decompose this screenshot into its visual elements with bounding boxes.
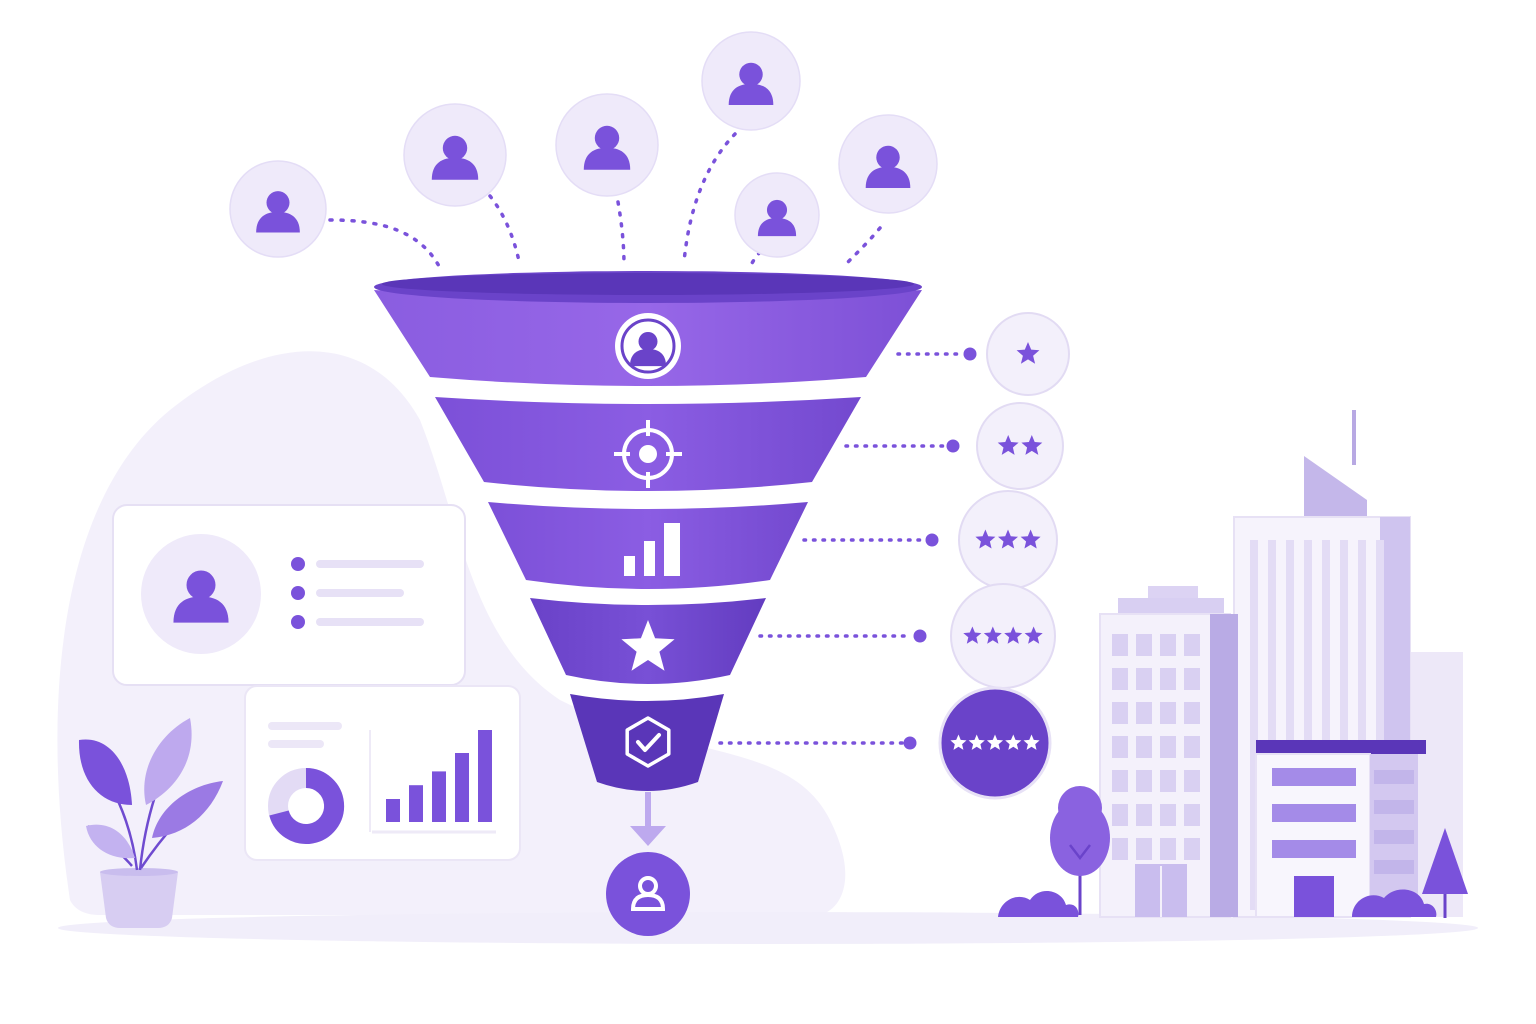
- rating-3-stars: [802, 490, 1058, 590]
- shield-check-icon: [625, 716, 671, 768]
- funnel-stage-2: [435, 397, 861, 491]
- star-icon: [968, 734, 985, 750]
- star-icon: [983, 626, 1002, 644]
- incoming-user-avatar: [838, 114, 938, 214]
- output-arrow: [630, 792, 666, 846]
- incoming-user-avatar: [701, 31, 801, 131]
- rating-1-stars: [896, 312, 1070, 396]
- incoming-user-avatar: [403, 103, 507, 207]
- analytics-bar: [386, 799, 400, 822]
- rating-4-stars: [758, 583, 1056, 689]
- star-icon: [621, 620, 675, 671]
- analytics-bar: [409, 785, 423, 822]
- star-icon: [1023, 734, 1040, 750]
- rating-column: [718, 312, 1070, 800]
- plant: [78, 718, 223, 928]
- target-icon: [614, 420, 682, 488]
- star-icon: [950, 734, 967, 750]
- star-icon: [997, 435, 1019, 455]
- star-icon: [963, 626, 982, 644]
- star-icon: [1024, 626, 1043, 644]
- incoming-user-avatar: [229, 160, 327, 258]
- incoming-user-avatar: [555, 93, 659, 197]
- profile-card: [112, 504, 466, 686]
- star-icon: [1020, 529, 1041, 549]
- rating-2-stars: [844, 402, 1064, 490]
- city-buildings: [998, 410, 1468, 918]
- rating-5-stars: [718, 686, 1052, 800]
- analytics-card: [244, 685, 521, 861]
- analytics-bar: [455, 753, 469, 822]
- incoming-user-avatar: [734, 172, 820, 258]
- bar-chart-icon: [386, 730, 492, 822]
- star-icon: [1005, 734, 1022, 750]
- donut-chart-icon: [268, 767, 345, 844]
- funnel-stage-5: [570, 694, 724, 791]
- star-icon: [1004, 626, 1023, 644]
- analytics-bar: [478, 730, 492, 822]
- bar-chart-icon: [624, 523, 680, 576]
- funnel: [374, 271, 922, 791]
- star-icon: [1021, 435, 1043, 455]
- analytics-bar: [432, 771, 446, 822]
- user-icon: [615, 313, 681, 379]
- star-icon: [975, 529, 996, 549]
- incoming-users: [229, 31, 938, 270]
- output-user: [606, 852, 690, 936]
- star-icon: [986, 734, 1004, 750]
- star-icon: [1016, 342, 1040, 364]
- star-icon: [998, 529, 1018, 549]
- profile-bullets: [291, 557, 305, 629]
